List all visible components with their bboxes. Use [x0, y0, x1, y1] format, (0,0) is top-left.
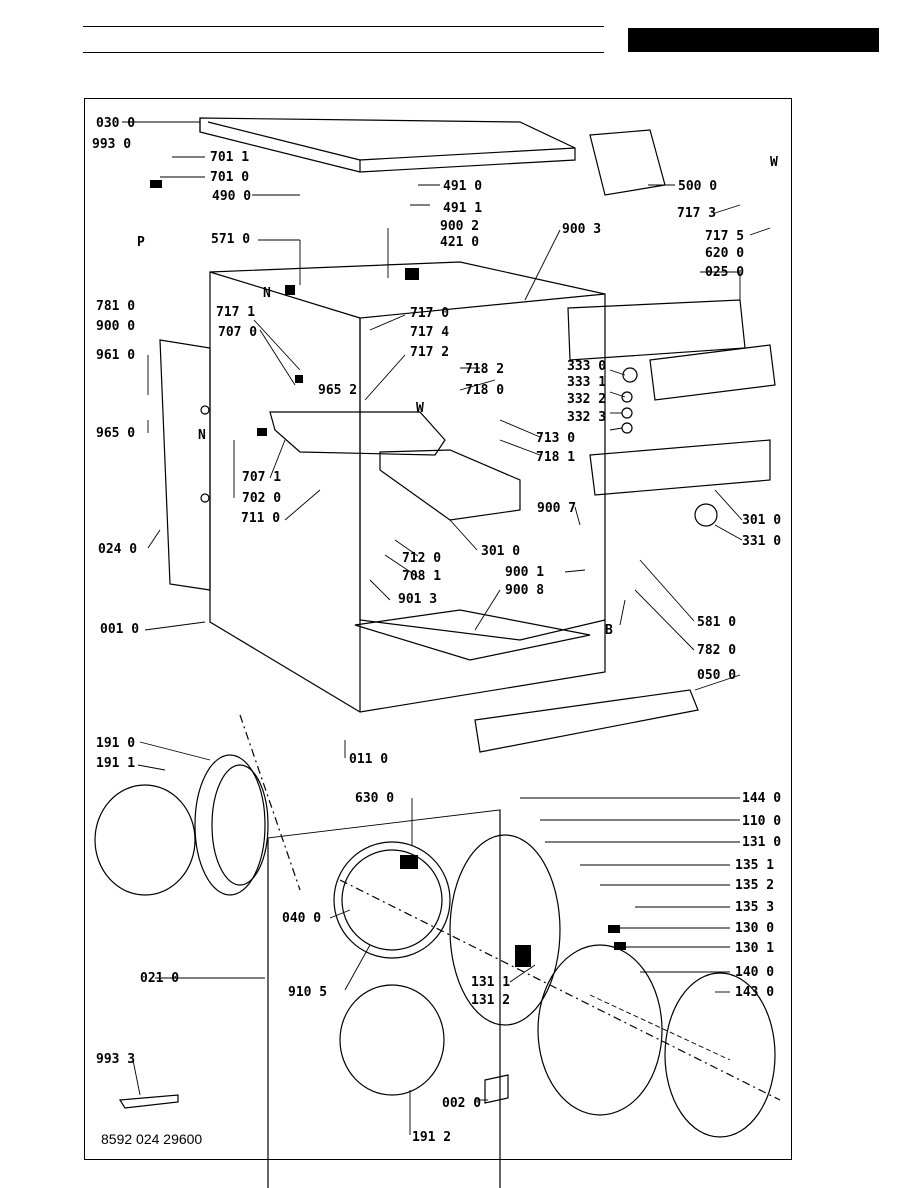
part-callout-label: 718 0	[465, 383, 504, 398]
door-seal	[339, 984, 445, 1096]
part-callout-label: 491 1	[443, 201, 482, 216]
part-callout-label: 140 0	[735, 965, 774, 980]
part-callout-label: 131 0	[742, 835, 781, 850]
kick-plate	[474, 689, 699, 753]
part-callout-label: 713 0	[536, 431, 575, 446]
header-rule-top	[83, 26, 604, 27]
control-board	[649, 344, 776, 401]
door-outer-ring	[664, 972, 776, 1138]
part-callout-label: 717 4	[410, 325, 449, 340]
part-callout-label: 332 3	[567, 410, 606, 425]
part-callout-label: 717 1	[216, 305, 255, 320]
header-rule-bottom	[83, 52, 604, 53]
part-callout-label: 701 0	[210, 170, 249, 185]
part-callout-label: 701 1	[210, 150, 249, 165]
drum-ring	[194, 754, 266, 896]
part-callout-label: 490 0	[212, 189, 251, 204]
part-callout-label: 333 0	[567, 359, 606, 374]
part-callout-label: 191 2	[412, 1130, 451, 1145]
part-callout-label: 717 5	[705, 229, 744, 244]
part-callout-label: 131 1	[471, 975, 510, 990]
part-callout-label: 050 0	[697, 668, 736, 683]
part-callout-label: 965 0	[96, 426, 135, 441]
part-callout-label: 717 0	[410, 306, 449, 321]
part-callout-label: N	[198, 428, 206, 443]
control-panel	[589, 439, 771, 496]
part-callout-label: 571 0	[211, 232, 250, 247]
spanner	[118, 1094, 179, 1109]
part-callout-label: 024 0	[98, 542, 137, 557]
back-panel	[159, 339, 211, 591]
part-callout-label: 130 0	[735, 921, 774, 936]
part-callout-label: 500 0	[678, 179, 717, 194]
part-callout-label: 301 0	[481, 544, 520, 559]
cabinet	[209, 261, 606, 713]
part-callout-label: 900 7	[537, 501, 576, 516]
part-callout-label: 143 0	[735, 985, 774, 1000]
part-callout-label: 993 0	[92, 137, 131, 152]
part-callout-label: 025 0	[705, 265, 744, 280]
part-callout-label: 135 3	[735, 900, 774, 915]
part-callout-label: 131 2	[471, 993, 510, 1008]
front-panel	[267, 809, 501, 1188]
part-callout-label: 900 3	[562, 222, 601, 237]
part-callout-label: 301 0	[742, 513, 781, 528]
part-callout-label: 993 3	[96, 1052, 135, 1067]
part-callout-label: 965 2	[318, 383, 357, 398]
part-callout-label: 144 0	[742, 791, 781, 806]
part-callout-label: N	[263, 286, 271, 301]
part-callout-label: 901 3	[398, 592, 437, 607]
part-callout-label: 333 1	[567, 375, 606, 390]
diagram-frame	[84, 98, 792, 1160]
part-callout-label: 421 0	[440, 235, 479, 250]
part-callout-label: 110 0	[742, 814, 781, 829]
part-callout-label: 630 0	[355, 791, 394, 806]
part-callout-label: 708 1	[402, 569, 441, 584]
part-callout-label: B	[605, 623, 613, 638]
part-callout-label: 711 0	[241, 511, 280, 526]
part-callout-label: 712 0	[402, 551, 441, 566]
part-callout-label: 581 0	[697, 615, 736, 630]
part-callout-label: P	[137, 235, 145, 250]
part-callout-label: W	[770, 155, 778, 170]
part-callout-label: 781 0	[96, 299, 135, 314]
part-callout-label: 191 0	[96, 736, 135, 751]
header-black-bar	[628, 28, 879, 52]
part-callout-label: 900 2	[440, 219, 479, 234]
part-callout-label: 961 0	[96, 348, 135, 363]
part-callout-label: 130 1	[735, 941, 774, 956]
part-callout-label: 900 8	[505, 583, 544, 598]
part-callout-label: W	[416, 401, 424, 416]
part-callout-label: 717 2	[410, 345, 449, 360]
part-callout-label: 718 1	[536, 450, 575, 465]
part-callout-label: 702 0	[242, 491, 281, 506]
part-callout-label: 491 0	[443, 179, 482, 194]
part-callout-label: 718 2	[465, 362, 504, 377]
part-callout-label: 040 0	[282, 911, 321, 926]
part-callout-label: 910 5	[288, 985, 327, 1000]
document-number: 8592 024 29600	[101, 1131, 203, 1147]
part-callout-label: 717 3	[677, 206, 716, 221]
part-callout-label: 620 0	[705, 246, 744, 261]
part-callout-label: 900 1	[505, 565, 544, 580]
part-callout-label: 707 1	[242, 470, 281, 485]
part-callout-label: 707 0	[218, 325, 257, 340]
part-callout-label: 135 1	[735, 858, 774, 873]
door-frame	[449, 834, 561, 1026]
part-callout-label: 191 1	[96, 756, 135, 771]
dispenser	[269, 411, 446, 456]
part-callout-label: 002 0	[442, 1096, 481, 1111]
part-callout-label: 001 0	[100, 622, 139, 637]
part-callout-label: 900 0	[96, 319, 135, 334]
part-callout-label: 331 0	[742, 534, 781, 549]
part-callout-label: 011 0	[349, 752, 388, 767]
top-cover	[199, 117, 576, 173]
part-callout-label: 782 0	[697, 643, 736, 658]
part-callout-label: 021 0	[140, 971, 179, 986]
part-callout-label: 135 2	[735, 878, 774, 893]
part-callout-label: 030 0	[96, 116, 135, 131]
part-callout-label: 332 2	[567, 392, 606, 407]
door-glass	[537, 944, 663, 1116]
